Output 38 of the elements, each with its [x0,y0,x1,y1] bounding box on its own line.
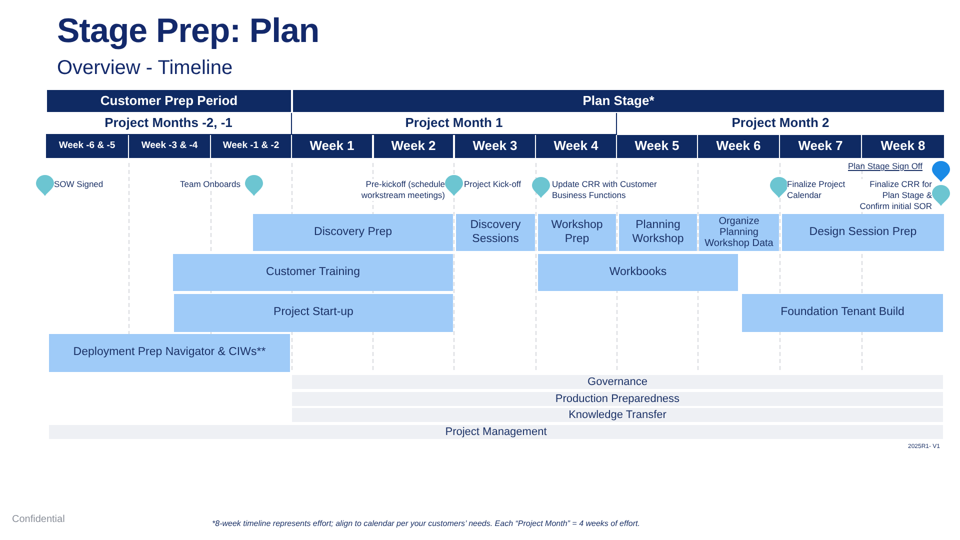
week-header: Week 5 [617,135,697,158]
task-bar: Discovery Sessions [456,214,535,251]
task-bar: Deployment Prep Navigator & CIWs** [49,334,290,372]
milestone-label: Team Onboards [180,179,240,190]
week-header: Week 1 [292,135,372,158]
task-bar: Design Session Prep [782,214,944,251]
title: Stage Prep: Plan [57,12,320,51]
confidential-note: Confidential [12,514,65,526]
phase-header: Customer Prep Period [46,90,291,112]
week-header: Week 4 [536,135,616,158]
footnote: *8-week timeline represents effort; align to calendar per your customers’ needs. Each “Project Month” = 4 weeks of effort. [212,519,640,529]
milestone-label: Project Kick-off [464,179,522,190]
workstream-band: Production Preparedness [292,392,943,406]
week-header: Week 8 [862,135,944,158]
sign-off-link: Plan Stage Sign Off [848,161,923,172]
milestone-label: SOW Signed [54,179,104,190]
month-header: Project Month 1 [292,113,617,135]
week-header: Week 3 [455,135,535,158]
workstream-band: Knowledge Transfer [292,408,943,422]
phase-header: Plan Stage* [292,90,944,112]
task-bar: Planning Workshop [619,214,697,251]
month-header: Project Months -2, -1 [46,113,292,135]
week-header: Week -1 & -2 [211,135,291,158]
week-header: Week 6 [698,135,779,158]
week-header: Week 2 [374,135,453,158]
task-bar: Organize Planning Workshop Data [699,214,779,251]
task-bar: Workshop Prep [538,214,616,251]
task-bar: Foundation Tenant Build [742,294,943,332]
week-header: Week -3 & -4 [129,135,210,158]
task-bar: Workbooks [538,254,738,291]
task-bar: Customer Training [173,254,453,291]
task-bar: Project Start-up [174,294,453,332]
week-header: Week -6 & -5 [46,135,128,158]
workstream-band: Governance [292,375,943,389]
week-header: Week 7 [780,135,861,158]
task-bar: Discovery Prep [253,214,453,251]
subtitle: Overview - Timeline [57,56,233,80]
workstream-band: Project Management [49,425,943,439]
